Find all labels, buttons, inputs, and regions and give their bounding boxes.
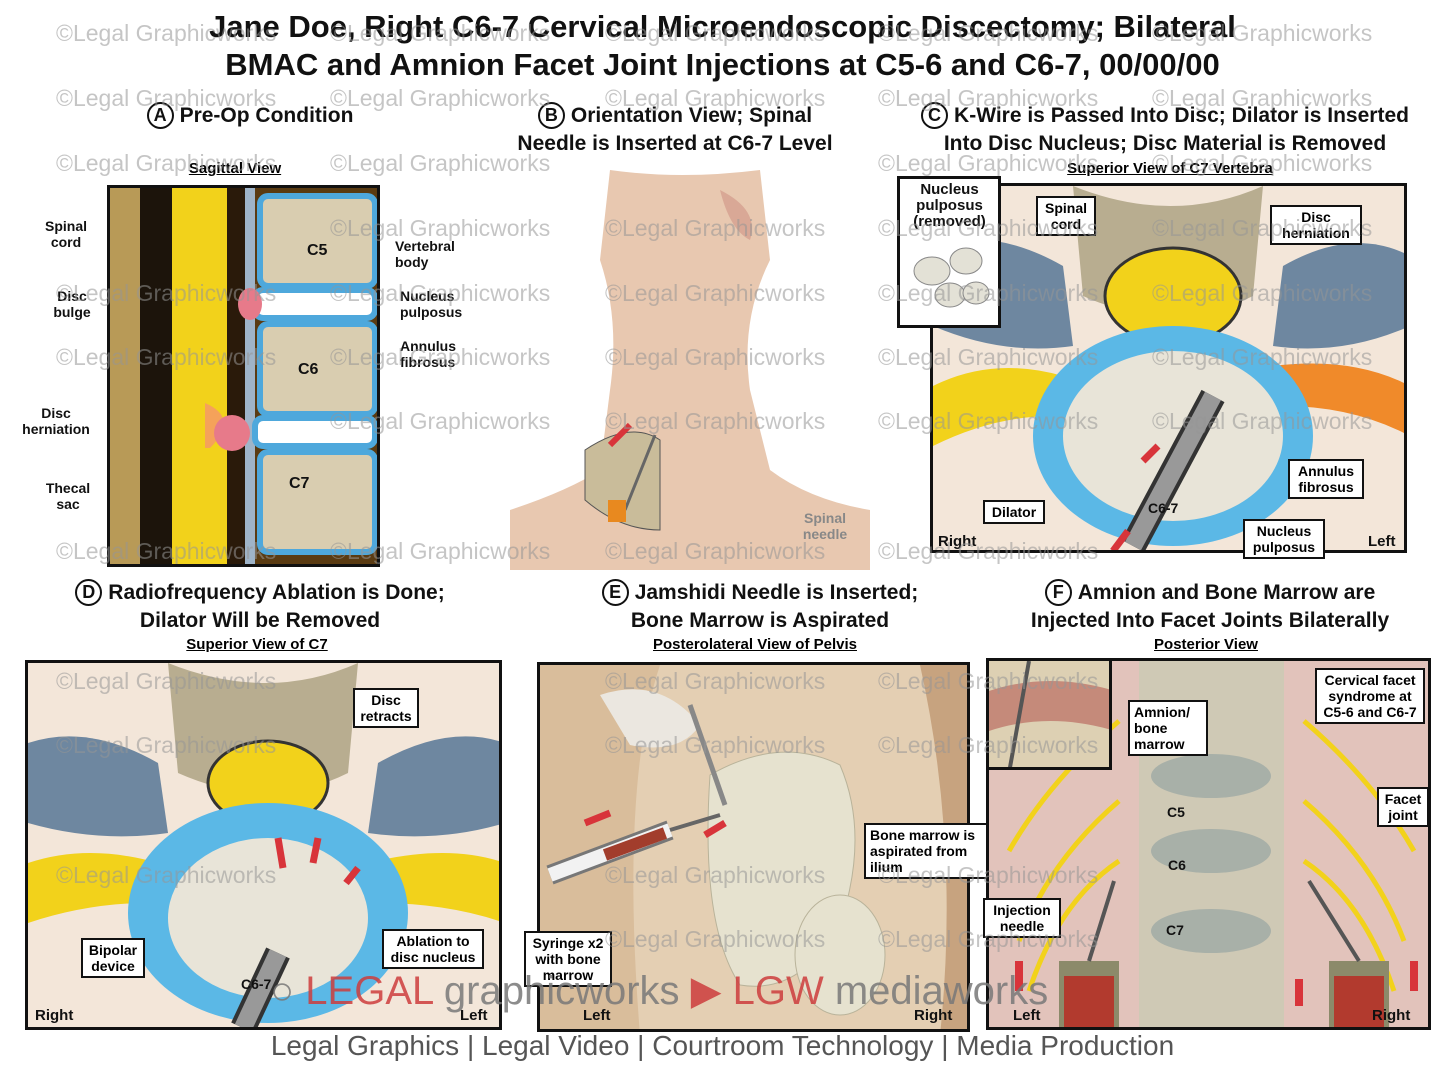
superior-c7-ablation-drawing	[28, 663, 499, 1027]
label-nucleus-pulposus-a: Nucleus pulposus	[400, 288, 463, 320]
removed-nucleus-drawing	[913, 247, 990, 308]
label-bipolar-device: Bipolar device	[81, 938, 145, 978]
panel-d-title-line1: Radiofrequency Ablation is Done;	[108, 581, 445, 604]
label-ablation: Ablation to disc nucleus	[382, 929, 484, 969]
neck-orientation-drawing	[510, 170, 870, 570]
panel-d-letter: D	[75, 579, 103, 606]
label-left-c: Left	[1368, 533, 1396, 550]
panel-f-title-line2: Injected Into Facet Joints Bilaterally	[1030, 609, 1390, 632]
label-vertebral-body: Vertebral body	[395, 238, 455, 270]
label-left-d: Left	[460, 1007, 488, 1024]
play-icon: ▶	[690, 969, 722, 1013]
magnifier-icon: ○	[270, 969, 295, 1013]
brand-logo: ○ LEGAL graphicworks ▶ LGW mediaworks	[270, 968, 1048, 1014]
footer-services: Legal Graphics | Legal Video | Courtroom…	[270, 1030, 1175, 1061]
panel-e-subtitle: Posterolateral View of Pelvis	[653, 636, 857, 653]
posterior-facet-drawing	[1006, 661, 1418, 1027]
panel-b-letter: B	[537, 102, 565, 129]
panel-a-illustration	[107, 185, 380, 567]
label-left-e: Left	[583, 1007, 611, 1024]
label-injection-needle: Injection needle	[983, 898, 1061, 938]
label-c5-f: C5	[1167, 804, 1185, 820]
label-spinal-needle: Spinal needle	[802, 510, 848, 542]
logo-mediaworks: mediaworks	[834, 969, 1049, 1013]
title-line-2: BMAC and Amnion Facet Joint Injections a…	[225, 47, 1220, 82]
panel-a-subtitle: Sagittal View	[188, 160, 282, 177]
logo-lgw: LGW	[732, 969, 824, 1013]
panel-c-title-line1: K-Wire is Passed Into Disc; Dilator is I…	[954, 104, 1409, 127]
label-c5-a: C5	[307, 242, 328, 259]
panel-d-subtitle: Superior View of C7	[186, 636, 328, 653]
label-c7-a: C7	[289, 475, 310, 492]
panel-b-title-line1: Orientation View; Spinal	[570, 104, 813, 127]
label-amnion: Amnion/ bone marrow	[1128, 700, 1208, 756]
title-line-1: Jane Doe, Right C6-7 Cervical Microendos…	[209, 9, 1236, 44]
panel-b-illustration	[510, 170, 870, 570]
panel-c-subtitle: Superior View of C7 Vertebra	[1067, 160, 1273, 177]
panel-f-subtitle: Posterior View	[1154, 636, 1258, 653]
panel-e-title-line2: Bone Marrow is Aspirated	[630, 609, 890, 632]
label-left-f: Left	[1013, 1007, 1041, 1024]
panel-e-title-line1: Jamshidi Needle is Inserted;	[634, 581, 919, 604]
panel-c-title-line2: Into Disc Nucleus; Disc Material is Remo…	[943, 132, 1387, 155]
label-right-d: Right	[35, 1007, 74, 1024]
label-spinal-cord-a: Spinal cord	[44, 218, 87, 250]
label-c67-d: C6-7	[241, 976, 272, 992]
label-syringe: Syringe x2 with bone marrow	[524, 931, 612, 987]
label-facet-joint: Facet joint	[1377, 787, 1429, 827]
label-disc-herniation-c: Disc herniation	[1270, 205, 1362, 245]
facet-inset-drawing	[989, 661, 1109, 767]
label-c7-f: C7	[1166, 922, 1184, 938]
label-dilator: Dilator	[983, 500, 1045, 524]
label-disc-retracts: Disc retracts	[353, 688, 419, 728]
sagittal-spine-drawing	[110, 188, 377, 564]
label-c6-f: C6	[1168, 857, 1186, 873]
label-right-c: Right	[938, 533, 977, 550]
logo-graphicworks: graphicworks	[443, 969, 680, 1013]
label-right-f: Right	[1372, 1007, 1411, 1024]
label-nucleus-pulposus-c: Nucleus pulposus	[1243, 519, 1325, 559]
panel-a-letter: A	[146, 102, 174, 129]
label-annulus-fibrosus-c: Annulus fibrosus	[1288, 459, 1364, 499]
label-cervical-facet: Cervical facet syndrome at C5-6 and C6-7	[1315, 668, 1425, 724]
label-c6-a: C6	[298, 361, 319, 378]
label-bone-marrow: Bone marrow is aspirated from ilium	[864, 823, 990, 879]
label-right-e: Right	[914, 1007, 953, 1024]
label-annulus-fibrosus-a: Annulus fibrosus	[400, 338, 456, 370]
label-disc-herniation-a: Disc herniation	[22, 405, 90, 437]
label-thecal-sac-a: Thecal sac	[45, 480, 91, 512]
page-title: Jane Doe, Right C6-7 Cervical Microendos…	[0, 8, 1445, 84]
panel-b-title-line2: Needle is Inserted at C6-7 Level	[517, 132, 833, 155]
panel-f-title-line1: Amnion and Bone Marrow are	[1077, 581, 1376, 604]
label-nucleus-removed: Nucleus pulposus (removed)	[913, 181, 986, 230]
superior-c7-drawing	[933, 186, 1404, 550]
panel-e-letter: E	[601, 579, 629, 606]
panel-c-letter: C	[921, 102, 949, 129]
panel-d-title-line2: Dilator Will be Removed	[139, 609, 381, 632]
label-disc-bulge-a: Disc bulge	[53, 288, 91, 320]
label-spinal-cord-c: Spinal cord	[1036, 196, 1096, 236]
panel-f-letter: F	[1044, 579, 1072, 606]
panel-f-inset	[986, 658, 1112, 770]
label-c67-c: C6-7	[1148, 500, 1179, 516]
panel-c-illustration	[930, 183, 1407, 553]
panel-a-title-text: Pre-Op Condition	[179, 104, 354, 127]
panel-c-inset	[897, 176, 1001, 328]
logo-legal: LEGAL	[305, 969, 433, 1013]
